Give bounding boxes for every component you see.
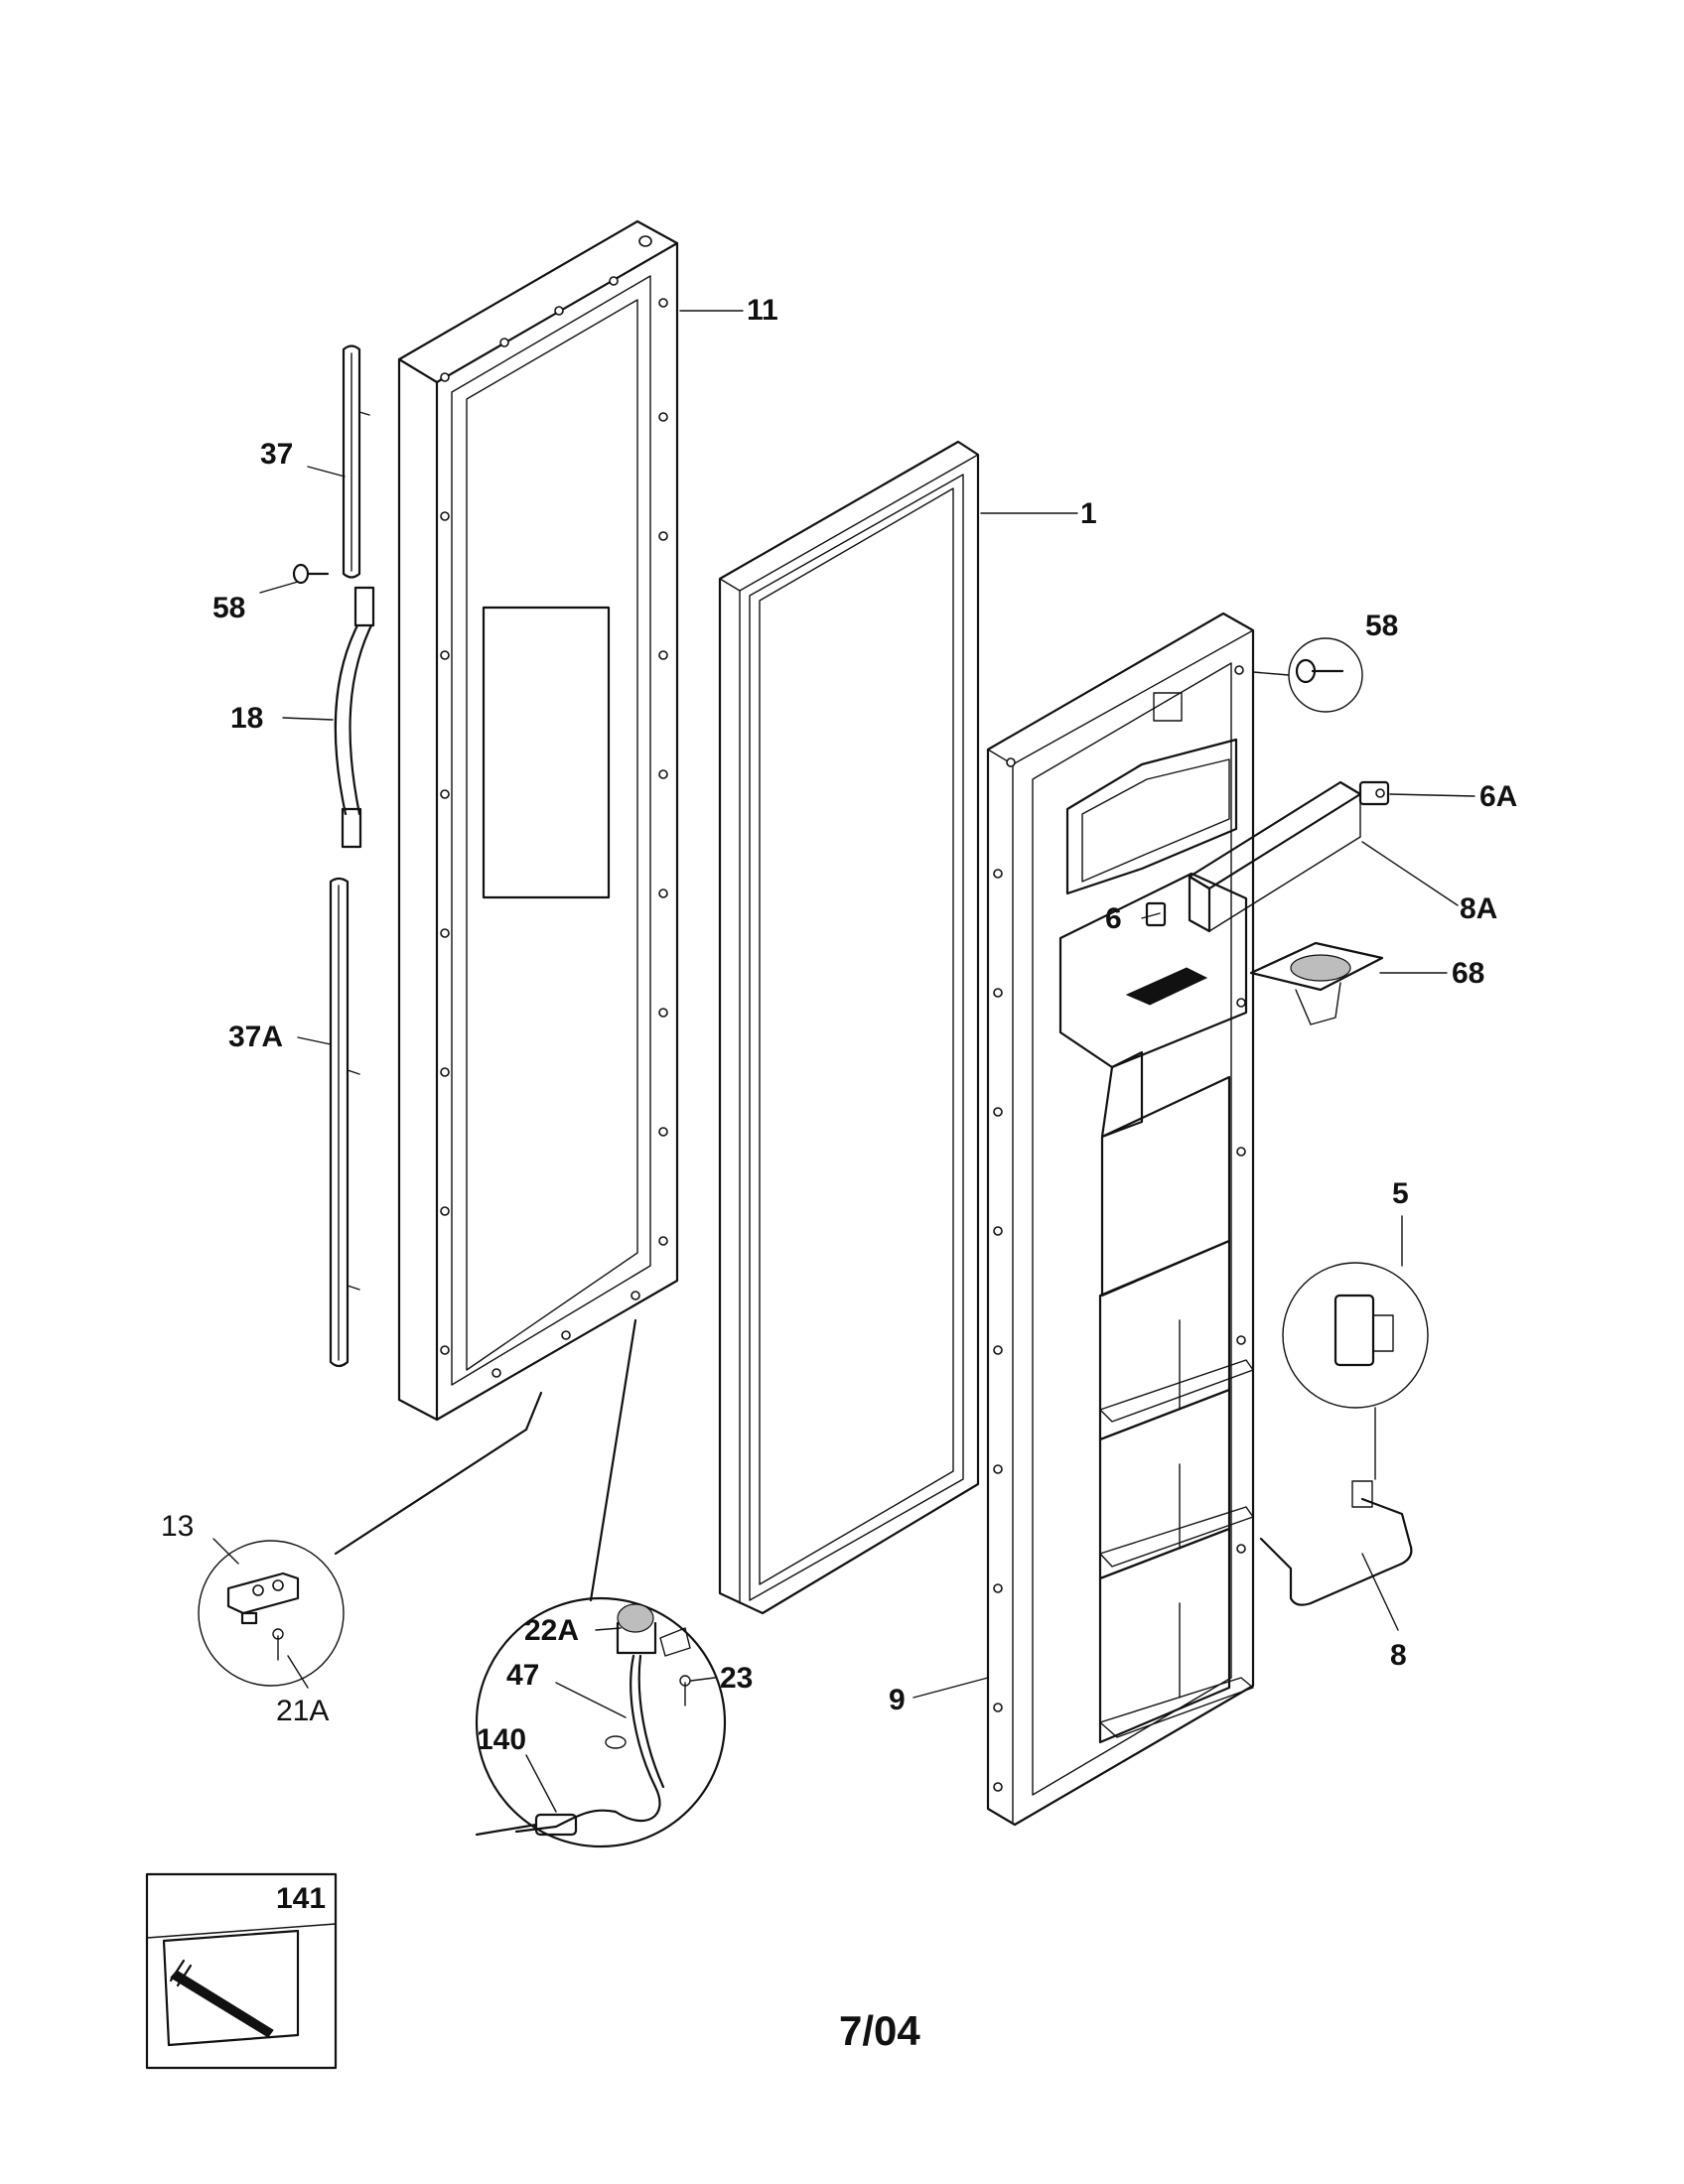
leader-lines (212, 310, 1475, 1813)
door-gasket (718, 440, 980, 1615)
callout-37a: 37A (228, 1021, 283, 1053)
callout-5: 5 (1392, 1177, 1409, 1210)
callout-23: 23 (720, 1662, 753, 1695)
callout-9: 9 (889, 1684, 906, 1716)
callout-11: 11 (747, 294, 778, 327)
liner-screw-holes (993, 665, 1246, 1792)
date-code: 7/04 (839, 2007, 920, 2054)
callout-8: 8 (1390, 1639, 1407, 1672)
liner-screw-detail (1288, 637, 1363, 713)
callout-8a: 8A (1460, 892, 1497, 925)
inner-door-liner (986, 612, 1255, 1827)
callout-18: 18 (230, 702, 263, 735)
callout-21a: 21A (276, 1695, 329, 1727)
callout-1: 1 (1080, 497, 1097, 530)
door-handle (334, 586, 375, 849)
callout-58-left: 58 (212, 592, 245, 624)
callout-6: 6 (1105, 902, 1122, 935)
tool-inset (145, 1872, 338, 2070)
actuator-bar (1188, 780, 1362, 933)
callout-140: 140 (477, 1723, 526, 1756)
upper-handle-trim (342, 344, 370, 579)
callout-22a: 22A (524, 1614, 579, 1647)
dispenser-switch-6a (1358, 780, 1390, 806)
callout-58-right: 58 (1365, 610, 1398, 642)
handle-screw-left (292, 563, 330, 585)
switch-bracket (1259, 1480, 1413, 1606)
outer-door-panel (397, 219, 679, 1422)
panel-screw-holes (440, 276, 668, 1378)
hinge-detail (198, 1540, 345, 1687)
wire-harness-detail (475, 1596, 727, 1848)
dispenser-switch-6 (1145, 901, 1167, 927)
callout-47: 47 (506, 1659, 539, 1692)
callout-13: 13 (161, 1510, 194, 1543)
door-switch-detail (1282, 1262, 1429, 1480)
callout-6a: 6A (1479, 780, 1517, 813)
callout-37: 37 (260, 438, 293, 471)
callout-labels: 11 1 37 58 18 37A 58 6A 8A 6 68 5 8 9 13… (161, 294, 1517, 1915)
light-lens (1249, 941, 1384, 1025)
lower-handle-trim (329, 877, 360, 1368)
callout-141: 141 (276, 1882, 326, 1915)
callout-68: 68 (1452, 957, 1484, 990)
